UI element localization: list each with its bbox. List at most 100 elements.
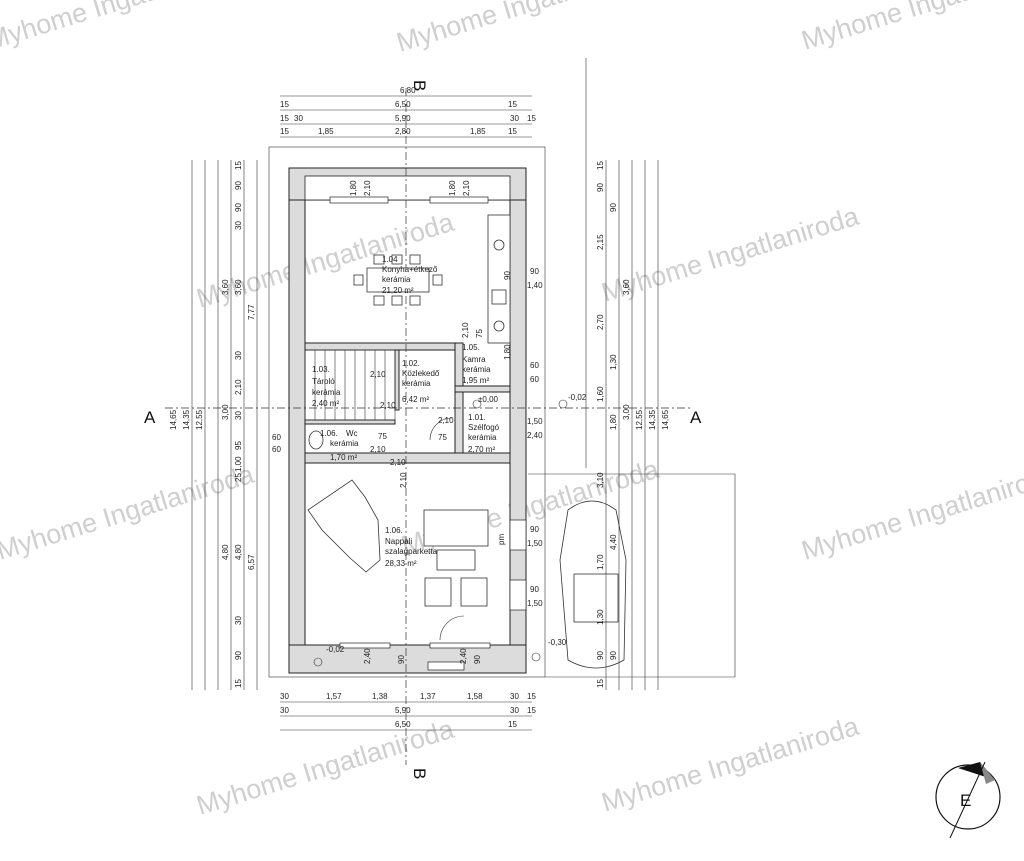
section-a-left-label: A (144, 408, 156, 427)
svg-text:12,55: 12,55 (635, 409, 644, 430)
section-b-bottom-label: B (410, 768, 429, 779)
svg-text:4,80: 4,80 (221, 544, 230, 560)
svg-text:3,00: 3,00 (622, 404, 631, 420)
svg-text:kerámia: kerámia (462, 365, 491, 374)
svg-text:15: 15 (280, 114, 289, 123)
svg-text:kerámia: kerámia (312, 388, 341, 397)
watermark: Myhome Ingatlaniroda (0, 0, 248, 56)
left-dimensions: 15 90 90 30 3,60 30 2,10 30 95 1,00 25 4… (169, 160, 258, 690)
svg-text:1,70 m²: 1,70 m² (330, 453, 357, 462)
svg-text:Szélfogó: Szélfogó (468, 423, 500, 432)
svg-text:1,80: 1,80 (609, 414, 618, 430)
sofa (423, 509, 489, 607)
svg-text:6,42 m²: 6,42 m² (402, 395, 429, 404)
top-windows (329, 196, 489, 204)
svg-text:15: 15 (508, 127, 517, 136)
svg-text:30: 30 (280, 706, 289, 715)
section-a-right-label: A (690, 408, 702, 427)
svg-text:90: 90 (530, 525, 539, 534)
svg-text:1,50: 1,50 (527, 417, 543, 426)
svg-text:15: 15 (234, 679, 243, 688)
svg-text:1.05.: 1.05. (462, 343, 480, 352)
svg-text:2,80: 2,80 (395, 127, 411, 136)
svg-text:15: 15 (596, 161, 605, 170)
svg-text:1,00: 1,00 (234, 456, 243, 472)
svg-text:15: 15 (527, 706, 536, 715)
svg-text:90: 90 (234, 651, 243, 660)
svg-text:kerámia: kerámia (382, 275, 411, 284)
svg-text:Közlekedő: Közlekedő (402, 369, 440, 378)
kitchen-counter (487, 214, 511, 344)
svg-text:1,85: 1,85 (318, 127, 334, 136)
svg-text:6,50: 6,50 (395, 100, 411, 109)
carport-outline (528, 473, 736, 678)
svg-text:60: 60 (530, 375, 539, 384)
svg-text:60: 60 (530, 361, 539, 370)
svg-text:3,00: 3,00 (221, 404, 230, 420)
svg-text:3,60: 3,60 (622, 279, 631, 295)
svg-text:2,10: 2,10 (399, 472, 408, 488)
svg-text:3,60: 3,60 (234, 279, 243, 295)
svg-text:90: 90 (234, 181, 243, 190)
watermark: Myhome Ingatlaniroda (393, 0, 658, 58)
svg-text:90: 90 (503, 271, 512, 280)
svg-text:1.04: 1.04 (382, 255, 398, 264)
svg-text:14,65: 14,65 (661, 409, 670, 430)
svg-text:1,30: 1,30 (596, 609, 605, 625)
svg-text:15: 15 (234, 161, 243, 170)
svg-text:90: 90 (609, 203, 618, 212)
svg-text:30: 30 (234, 351, 243, 360)
svg-text:1,50: 1,50 (527, 599, 543, 608)
svg-text:szalagparketta: szalagparketta (385, 547, 438, 556)
svg-text:1.06.: 1.06. (385, 526, 403, 535)
bottom-dimensions: 30 1,57 1,38 1,37 1,58 30 15 30 5,90 30 … (280, 692, 536, 731)
svg-text:kerámia: kerámia (468, 433, 497, 442)
room-wc: 1.06. Wc kerámia 1,70 m² (320, 429, 359, 462)
svg-text:1.01.: 1.01. (468, 413, 486, 422)
svg-text:95: 95 (234, 441, 243, 450)
svg-text:15: 15 (280, 127, 289, 136)
svg-text:75: 75 (438, 433, 447, 442)
svg-text:2,10: 2,10 (370, 445, 386, 454)
toilet (308, 430, 324, 450)
svg-text:Tároló: Tároló (312, 377, 335, 386)
svg-text:1,80: 1,80 (448, 180, 457, 196)
svg-text:90: 90 (609, 651, 618, 660)
svg-text:2,10: 2,10 (380, 401, 396, 410)
room-hall: 1.02. Közlekedő kerámia 6,42 m² (402, 359, 440, 404)
level-marker (472, 399, 482, 409)
compass-icon: E (935, 761, 1001, 839)
svg-text:90: 90 (234, 203, 243, 212)
svg-text:30: 30 (294, 114, 303, 123)
svg-text:6,57: 6,57 (247, 554, 256, 570)
door-swing (429, 417, 453, 441)
svg-text:15: 15 (527, 692, 536, 701)
svg-text:2,10: 2,10 (462, 180, 471, 196)
svg-text:5,90: 5,90 (395, 114, 411, 123)
watermark: Myhome Ingatlaniroda (0, 459, 258, 566)
svg-text:90: 90 (530, 267, 539, 276)
svg-text:1,38: 1,38 (372, 692, 388, 701)
svg-text:kerámia: kerámia (402, 379, 431, 388)
watermark: Myhome Ingatlaniroda (598, 711, 863, 818)
svg-text:15: 15 (508, 100, 517, 109)
level-marker (313, 657, 323, 667)
svg-text:21,20 m²: 21,20 m² (382, 286, 414, 295)
svg-text:14,65: 14,65 (169, 409, 178, 430)
svg-text:1,58: 1,58 (467, 692, 483, 701)
svg-text:2,70 m²: 2,70 m² (468, 445, 495, 454)
svg-text:6,50: 6,50 (395, 720, 411, 729)
svg-text:7,77: 7,77 (247, 304, 256, 320)
svg-text:1,30: 1,30 (609, 354, 618, 370)
plot-outline (268, 146, 546, 678)
svg-text:15: 15 (527, 114, 536, 123)
svg-text:30: 30 (234, 221, 243, 230)
svg-text:2,40: 2,40 (527, 431, 543, 440)
opening-dimensions: 1,80 2,10 1,80 2,10 90 1,40 60 60 1,50 2… (272, 180, 543, 664)
svg-text:3,10: 3,10 (596, 472, 605, 488)
svg-text:25: 25 (234, 473, 243, 482)
svg-text:1.02.: 1.02. (402, 359, 420, 368)
svg-text:15: 15 (508, 720, 517, 729)
svg-text:Konyha+étkező: Konyha+étkező (382, 265, 438, 274)
svg-text:30: 30 (234, 616, 243, 625)
